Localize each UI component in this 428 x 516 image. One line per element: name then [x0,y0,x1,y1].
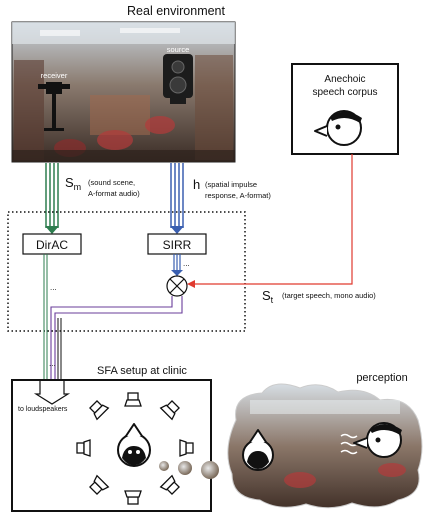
sm-signal-lines [45,163,59,228]
multiplier-icon [166,275,188,297]
sirr-label: SIRR [163,238,192,252]
loudspeaker-icon [124,490,142,505]
h-signal-lines [170,163,184,228]
dirac-output-lines [43,254,48,380]
sm-symbol: Sm [65,175,81,192]
thought-bubble-large [201,461,219,479]
dirac-output-dots: ... [50,283,57,292]
bird-head-icon [314,110,362,146]
mixed-output-black-lines [57,318,62,382]
loudspeaker-icon [124,392,142,407]
listener-head-icon [117,423,151,467]
thought-bubble-medium [178,461,192,475]
sfa-setup-title: SFA setup at clinic [97,365,187,377]
st-symbol: St [262,288,274,305]
processing-dotted-box [7,211,246,332]
sm-description-line1: (sound scene, [88,178,135,187]
loudspeaker-icon [159,400,180,421]
st-signal-line [187,154,353,288]
loudspeaker-icon [179,439,194,457]
thought-bubble-small [159,461,169,471]
sirr-output-lines [173,254,181,272]
mixed-output-lines [50,296,183,382]
perception-label: perception [356,372,407,384]
sirr-output-dots: ... [183,259,190,268]
to-loudspeakers-label: to loudspeakers [18,406,68,413]
h-description-line2: response, A-format) [205,191,271,200]
anechoic-label-line1: Anechoic [324,74,365,85]
receiver-label: receiver [41,71,68,80]
st-description: (target speech, mono audio) [282,291,376,300]
anechoic-label-line2: speech corpus [312,87,377,98]
cloud-icon [227,383,423,509]
loudspeaker-icon [89,400,110,421]
anechoic-corpus-box [291,63,399,155]
loudspeaker-icon [89,474,110,495]
h-symbol: h [193,177,200,192]
room-photo [11,21,236,163]
loudspeaker-ring [76,392,194,505]
loudspeaker-icon [76,439,91,457]
perception-listener-head-icon [242,429,274,471]
speaker-icon [163,54,193,104]
loudspeaker-icon [159,474,180,495]
to-loudspeakers-arrow [33,379,71,405]
sirr-output-arrowhead [171,270,183,276]
sm-arrowhead [45,226,59,234]
sm-description-line2: A-format audio) [88,189,140,198]
real-environment-title: Real environment [127,4,225,18]
sound-waves-icon [340,433,358,455]
source-label: source [167,45,190,54]
perception-bird-head-icon [353,422,402,458]
loudspeaker-feed-dots: ... [49,359,56,368]
h-description-line1: (spatial impulse [205,180,257,189]
dirac-box [22,233,82,255]
sfa-setup-box [11,379,212,512]
microphone-icon [38,82,70,131]
h-arrowhead [170,226,184,234]
dirac-label: DirAC [36,238,68,252]
